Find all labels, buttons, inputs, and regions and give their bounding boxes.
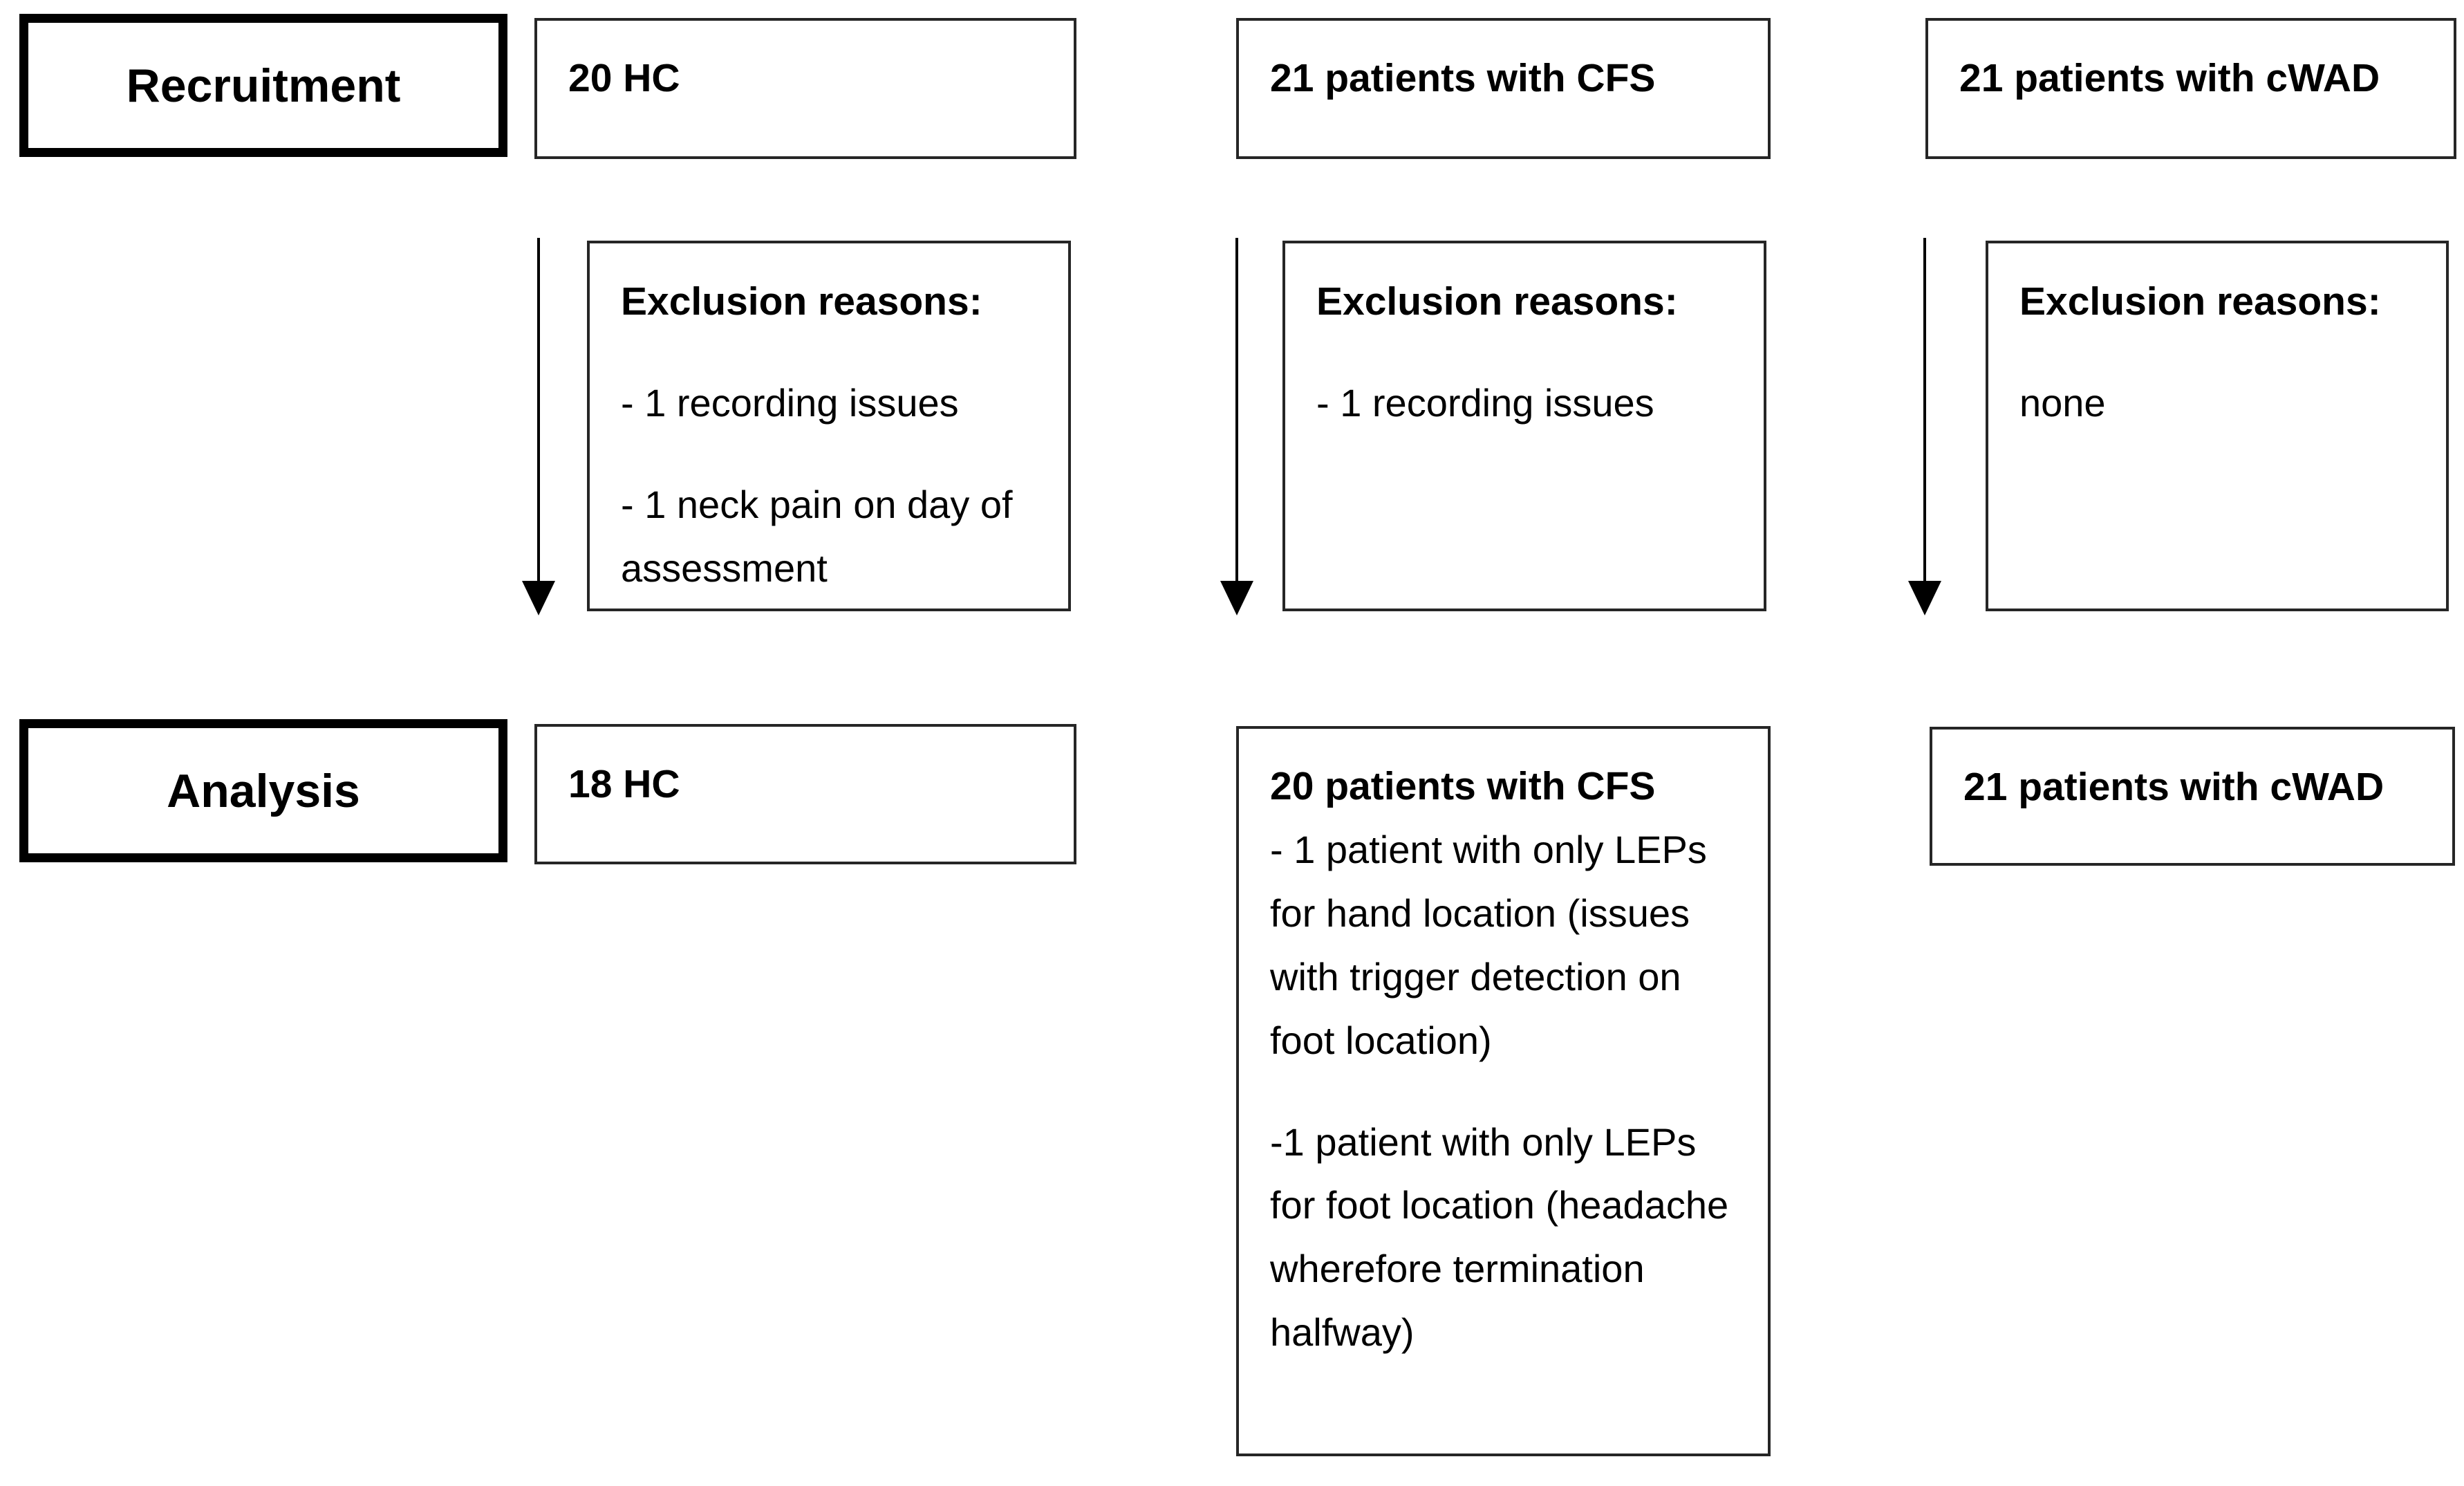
exclusion-item: - 1 recording issues [621, 381, 959, 425]
analysis-cfs-note: -1 patient with only LEPs for foot locat… [1270, 1120, 1729, 1354]
exclusion-item: none [2019, 381, 2106, 425]
exclusion-box-hc: Exclusion reasons: - 1 recording issues … [587, 241, 1071, 611]
recruitment-cfs-count: 21 patients with CFS [1270, 56, 1656, 100]
recruitment-cwad-box: 21 patients with cWAD [1925, 18, 2456, 159]
analysis-cwad-count: 21 patients with cWAD [1963, 765, 2384, 809]
exclusion-heading: Exclusion reasons: [1316, 279, 1678, 324]
analysis-stage-label: Analysis [167, 764, 360, 817]
arrow-line [1235, 238, 1238, 584]
exclusion-box-cwad: Exclusion reasons: none [1986, 241, 2449, 611]
arrow-line [1923, 238, 1926, 584]
flow-arrow-hc [522, 238, 555, 615]
exclusion-item: - 1 recording issues [1316, 381, 1654, 425]
recruitment-stage-box: Recruitment [19, 14, 507, 157]
recruitment-stage-label: Recruitment [126, 59, 401, 112]
exclusion-item: - 1 neck pain on day of assessment [621, 483, 1013, 590]
analysis-hc-count: 18 HC [568, 762, 680, 806]
arrow-head-down-icon [1908, 581, 1941, 615]
recruitment-cfs-box: 21 patients with CFS [1236, 18, 1771, 159]
recruitment-hc-box: 20 HC [534, 18, 1076, 159]
exclusion-heading: Exclusion reasons: [2019, 279, 2381, 324]
recruitment-hc-count: 20 HC [568, 56, 680, 100]
recruitment-cwad-count: 21 patients with cWAD [1959, 56, 2380, 100]
analysis-hc-box: 18 HC [534, 724, 1076, 864]
analysis-cwad-box: 21 patients with cWAD [1930, 727, 2455, 866]
flow-arrow-cwad [1908, 238, 1941, 615]
analysis-cfs-count: 20 patients with CFS [1270, 764, 1656, 808]
arrow-head-down-icon [1220, 581, 1253, 615]
flow-arrow-cfs [1220, 238, 1253, 615]
analysis-cfs-box: 20 patients with CFS - 1 patient with on… [1236, 726, 1771, 1456]
analysis-cfs-note: - 1 patient with only LEPs for hand loca… [1270, 828, 1707, 1062]
exclusion-heading: Exclusion reasons: [621, 279, 982, 324]
analysis-stage-box: Analysis [19, 719, 507, 862]
exclusion-box-cfs: Exclusion reasons: - 1 recording issues [1282, 241, 1766, 611]
arrow-head-down-icon [522, 581, 555, 615]
arrow-line [537, 238, 540, 584]
